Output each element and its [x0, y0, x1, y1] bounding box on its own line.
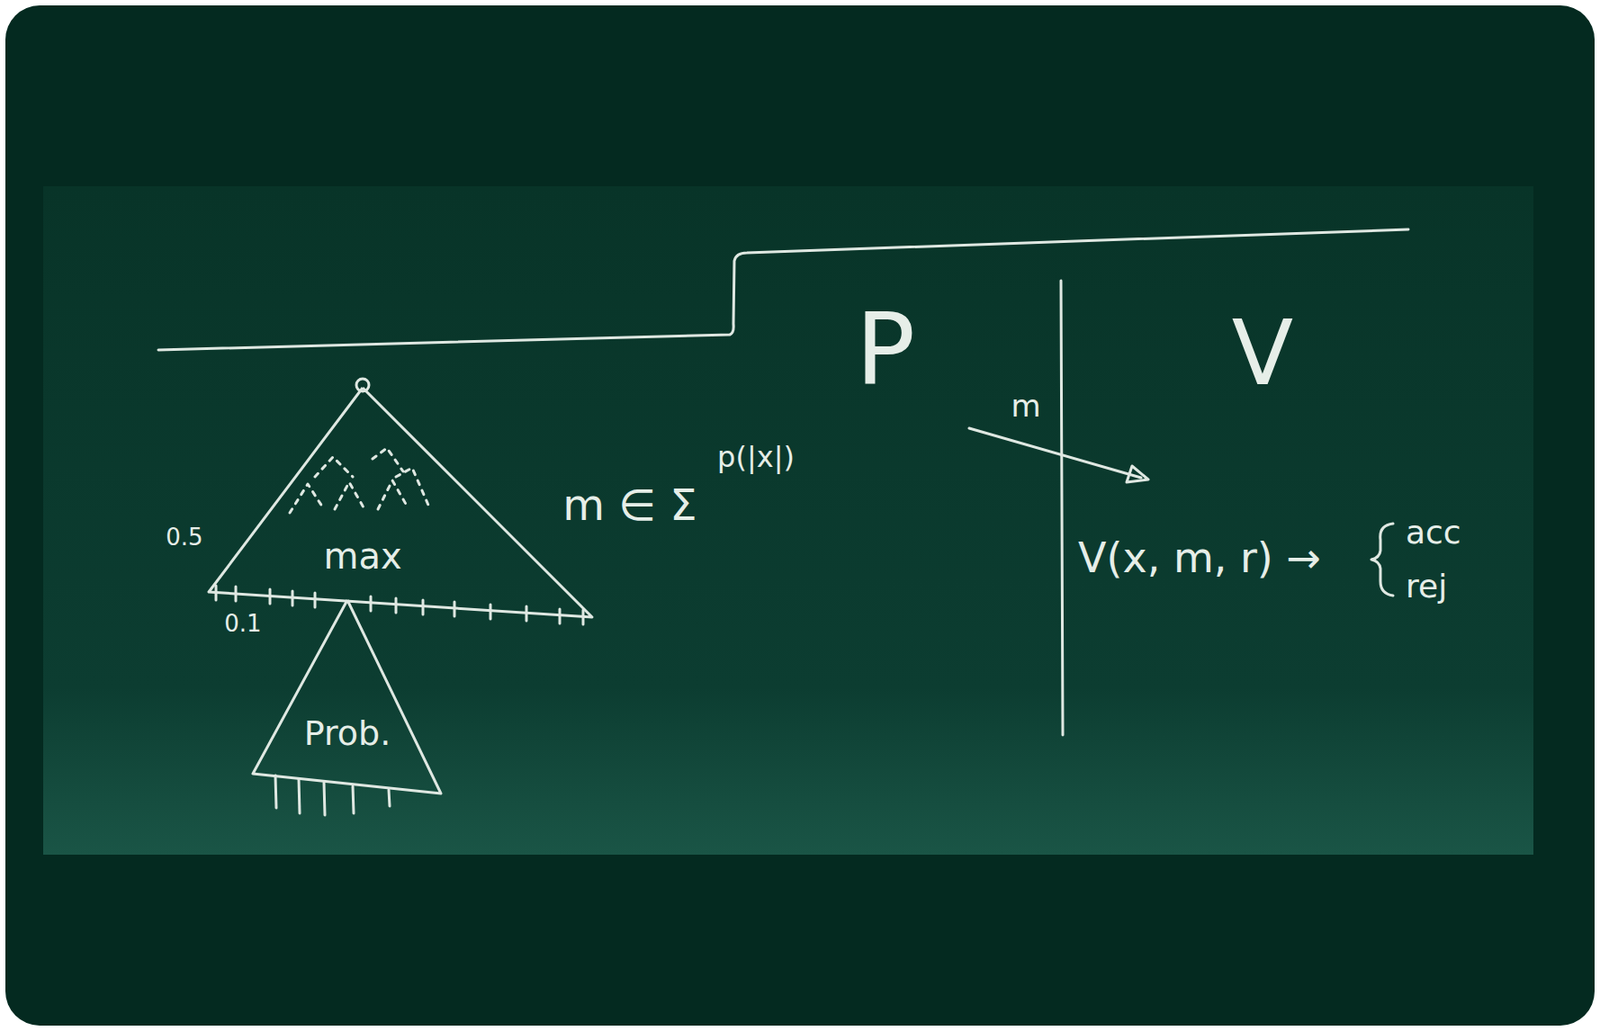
probability-value: 0.1	[224, 611, 261, 639]
outcome: acc	[1405, 513, 1462, 551]
node-label: max	[323, 535, 402, 577]
arrow-label: m	[1010, 388, 1041, 424]
arrow-head	[1126, 466, 1149, 483]
probability-value: 0.5	[165, 524, 203, 552]
board-frame	[5, 5, 1595, 1026]
triangle-outline-path	[208, 387, 593, 618]
message-arrow	[969, 428, 1142, 478]
outcome: rej	[1405, 567, 1448, 605]
triangle-outline	[202, 382, 599, 621]
node-label: Prob.	[304, 714, 391, 755]
prob-tree-triangle: Prob.	[242, 593, 450, 801]
triangle-outline	[242, 593, 450, 801]
stepped-rule	[158, 229, 1409, 351]
message-domain: m ∈ Σ	[562, 480, 697, 531]
length-exponent: p(|x|)	[717, 440, 795, 475]
verifier-heading: V	[1231, 301, 1294, 405]
prover-heading: P	[855, 292, 916, 407]
divider-line	[1060, 280, 1063, 736]
max-tree-triangle: max	[202, 382, 599, 621]
board-surface	[43, 186, 1534, 855]
verifier-function: V(x, m, r) →	[1078, 534, 1322, 583]
brace	[1371, 523, 1394, 596]
triangle-outline-path	[252, 600, 441, 794]
